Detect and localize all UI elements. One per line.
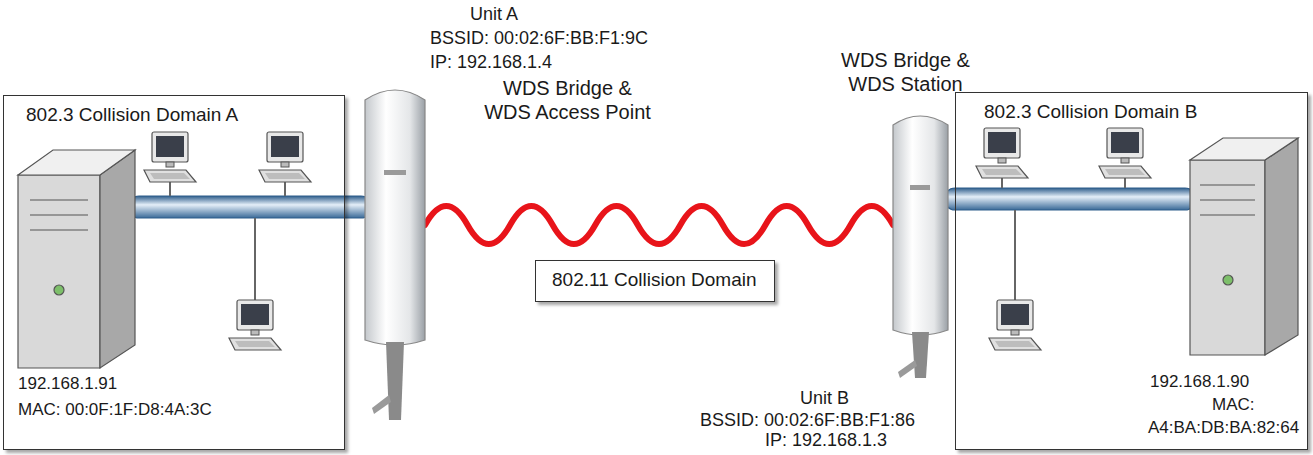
unit-name: Unit B — [800, 388, 849, 410]
domain-title: 802.3 Collision Domain A — [26, 104, 238, 127]
wireless-link — [425, 206, 893, 244]
mac-label: MAC: — [1212, 395, 1255, 415]
pc-wires — [170, 182, 285, 300]
domain-title: 802.3 Collision Domain B — [984, 101, 1197, 124]
station-unit — [893, 116, 948, 378]
bssid-label: BSSID: 00:02:6F:BB:F1:86 — [700, 410, 915, 432]
ip-label: 192.168.1.90 — [1150, 372, 1249, 392]
ip-label: 192.168.1.91 — [18, 374, 117, 394]
collision-domain-box: 802.11 Collision Domain — [535, 260, 775, 302]
collision-domain-box: 802.3 Collision Domain A — [3, 95, 345, 450]
server-icon — [1190, 138, 1298, 355]
collision-domain-box: 802.3 Collision Domain B — [955, 92, 1308, 450]
pc-wires — [1002, 178, 1125, 300]
pc-icon — [976, 128, 1151, 350]
domain-title: 802.11 Collision Domain — [552, 269, 757, 292]
mac-label: MAC: 00:0F:1F:D8:4A:3C — [18, 400, 212, 420]
access-point-unit — [365, 90, 425, 420]
server-icon — [18, 150, 135, 368]
role-label: WDS Bridge & WDS Station — [818, 48, 993, 96]
pc-icon — [144, 132, 311, 350]
ethernet-cable — [944, 188, 1196, 210]
ethernet-cable — [128, 196, 372, 218]
mac-label: A4:BA:DB:BA:82:64 — [1148, 418, 1299, 438]
ip-label: IP: 192.168.1.3 — [765, 430, 887, 452]
unit-name: Unit A — [470, 4, 518, 26]
ip-label: IP: 192.168.1.4 — [430, 52, 552, 74]
role-label: WDS Bridge & WDS Access Point — [480, 76, 655, 124]
bssid-label: BSSID: 00:02:6F:BB:F1:9C — [430, 28, 648, 50]
